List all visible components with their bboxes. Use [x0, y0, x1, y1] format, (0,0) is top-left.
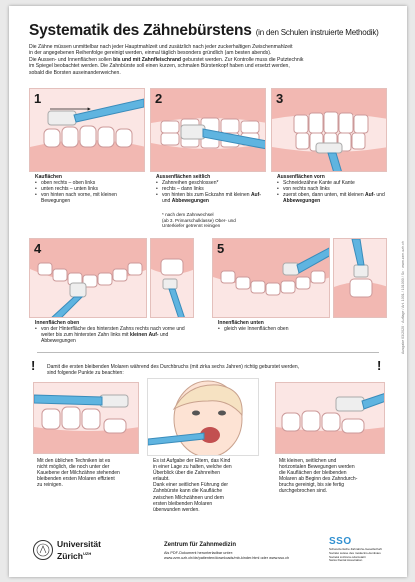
molar-brush-illustration [34, 394, 138, 453]
exclamation-icon: ! [31, 358, 36, 373]
intro-line: sobald die Borsten auseinanderweichen. [29, 69, 121, 76]
caption-item: rechts – dann links [156, 186, 268, 192]
step-panel-4-detail [150, 238, 194, 318]
text-line: durchgebrochen sind. [279, 488, 328, 495]
page-subtitle: (in den Schulen instruierte Methodik) [255, 28, 379, 37]
molar-illustration-2 [275, 382, 385, 454]
step-number: 2 [155, 91, 163, 106]
molar-text-2: Mit kleinen, seitlichen und horizontalen… [279, 458, 389, 495]
text-line: Mit kleinen, seitlichen und [279, 458, 337, 464]
parent-brushing-child-illustration [148, 380, 243, 455]
text-line: bleibenden ersten Molaren effizient [37, 476, 115, 483]
caption-heading: Innenflächen oben [35, 320, 80, 326]
caption-item: unten rechts – unten links [35, 186, 145, 192]
footnote-line: (ab 3. Primarschulklasse) Ober- und [162, 217, 236, 223]
exclamation-icon: ! [377, 358, 382, 373]
inner-lower-surfaces-illustration [213, 239, 329, 296]
molar-illustration-1 [33, 382, 139, 454]
step-number: 3 [276, 91, 284, 106]
inner-lower-detail-illustration [334, 239, 386, 317]
text-line: in einer Lage zu halten, welche den [153, 464, 232, 471]
caption-item: von der Hinterfläche des hintersten Zahn… [35, 326, 195, 344]
footnote: * nach dem Zahnwechsel (ab 3. Primarschu… [162, 212, 266, 229]
step-panel-4: 4 [29, 238, 147, 318]
intro-line: in der angegebenen Reihenfolge gereinigt… [29, 50, 272, 57]
step-panel-2: 2 [150, 88, 266, 172]
text-line: Kauebene der Milchzähne stehenden [37, 470, 120, 477]
caption-item: oben rechts – oben links [35, 180, 145, 186]
caption-item: von rechts nach links [277, 186, 389, 192]
outer-side-surfaces-illustration [151, 89, 265, 171]
parent-text: Es ist Aufgabe der Eltern, das Kind in e… [153, 458, 263, 513]
sso-description: Schweizerische Zahnärzte-Gesellschaft So… [329, 547, 382, 563]
text-line: Es ist Aufgabe der Eltern, das Kind [153, 458, 231, 464]
caption-heading: Kauflächen [35, 174, 62, 180]
download-info: Als PDF-Dokument herunterladbar unter: w… [164, 551, 314, 561]
step-4-caption: Innenflächen oben von der Hinterfläche d… [35, 320, 195, 344]
print-code: Ausgabe 03/2020 · Auflage / Art. 1001 / … [401, 241, 405, 354]
step-2-caption: Aussenflächen seitlich Zahnreihen geschl… [156, 174, 268, 204]
notice-line: Damit die ersten bleibenden Molaren währ… [47, 364, 300, 370]
university-seal-icon [33, 540, 53, 560]
step-3-caption: Aussenflächen vorn Schneidezähne Kante a… [277, 174, 389, 204]
step-number: 5 [217, 241, 225, 256]
text-line: ersten bleibenden Molaren [153, 500, 213, 507]
step-5-caption: Innenflächen unten gleich wie Innenfläch… [218, 320, 338, 332]
text-line: Molaren ab Beginn des Zahndurch- [279, 476, 358, 483]
download-line: Als PDF-Dokument herunterladbar unter: [164, 551, 234, 555]
chewing-surfaces-illustration [30, 98, 144, 171]
text-line: die Kauflächen der bleibenden [279, 470, 347, 477]
molar-text-1: Mit den üblichen Techniken ist es nicht … [37, 458, 143, 488]
footnote-line: Unterkiefer getrennt reinigen [162, 223, 221, 229]
download-link[interactable]: www.zzm.uzh.ch/de/patienten/downloads/mb… [164, 555, 290, 560]
outer-front-surfaces-illustration [272, 89, 386, 171]
seal-mark [36, 543, 50, 557]
section-divider [37, 352, 379, 353]
caption-item: Zahnreihen geschlossen* [156, 180, 268, 186]
text-line: bruchs gereinigt, bis sie fertig [279, 482, 345, 489]
poster-page: Systematik des Zähnebürstens(in den Schu… [9, 6, 407, 577]
step-1-caption: Kauflächen oben rechts – oben links unte… [35, 174, 145, 204]
sso-logo: SSO [329, 536, 352, 547]
caption-heading: Aussenflächen vorn [277, 174, 325, 180]
step-panel-1: 1 [29, 88, 145, 172]
child-illustration [147, 378, 259, 456]
center-title: Zentrum für Zahnmedizin [164, 542, 236, 548]
step-number: 1 [34, 91, 42, 106]
text-line: überwunden werden. [153, 506, 200, 513]
text-line: zwischen Milchzähnen und dem [153, 494, 224, 501]
text-line: nicht möglich, die noch unter der [37, 464, 110, 471]
intro-text: Die Zähne müssen unmittelbar nach jeder … [29, 44, 395, 76]
molar-side-brush-illustration [276, 393, 384, 453]
caption-item: Schneidezähne Kante auf Kante [277, 180, 389, 186]
university-name: Universität ZürichUZH [57, 539, 101, 561]
page-title: Systematik des Zähnebürstens(in den Schu… [29, 22, 379, 39]
caption-item: von hinten nach vorne, mit kleinen Beweg… [35, 192, 145, 204]
text-line: Zahnbürste kann die Kaufläche [153, 488, 223, 495]
text-line: horizontalen Bewegungen werden [279, 464, 355, 471]
footnote-line: * nach dem Zahnwechsel [162, 212, 214, 217]
text-line: Überblick über die Zahnreihen [153, 470, 220, 477]
text-line: erlaubt. [153, 476, 170, 483]
text-line: Dank einer seitlichen Führung der [153, 482, 229, 489]
intro-line: Die Zähne müssen unmittelbar nach jeder … [29, 44, 293, 50]
intro-line: im Spiegel beobachtet werden. Die Zahnbü… [29, 63, 290, 70]
caption-item: zuerst oben, dann unten, mit kleinen Auf… [277, 192, 389, 204]
step-panel-5: 5 [212, 238, 330, 318]
notice-line: sind folgende Punkte zu beachten: [47, 370, 124, 377]
inner-upper-surfaces-illustration [30, 239, 146, 317]
caption-item: von hinten bis zum Eckzahn mit kleinen A… [156, 192, 268, 204]
caption-item: gleich wie Innenflächen oben [218, 326, 338, 332]
text-line: zu reinigen. [37, 482, 63, 489]
text-line: Mit den üblichen Techniken ist es [37, 458, 111, 464]
molar-notice: Damit die ersten bleibenden Molaren währ… [47, 364, 377, 376]
inner-upper-detail-illustration [151, 239, 193, 317]
step-panel-5-detail [333, 238, 387, 318]
step-panel-3: 3 [271, 88, 387, 172]
caption-heading: Innenflächen unten [218, 320, 264, 326]
footer: Universität ZürichUZH Zentrum für Zahnme… [9, 534, 407, 577]
intro-line: Die Aussen- und Innenflächen sollen bis … [29, 56, 304, 63]
caption-heading: Aussenflächen seitlich [156, 174, 211, 180]
step-number: 4 [34, 241, 42, 256]
